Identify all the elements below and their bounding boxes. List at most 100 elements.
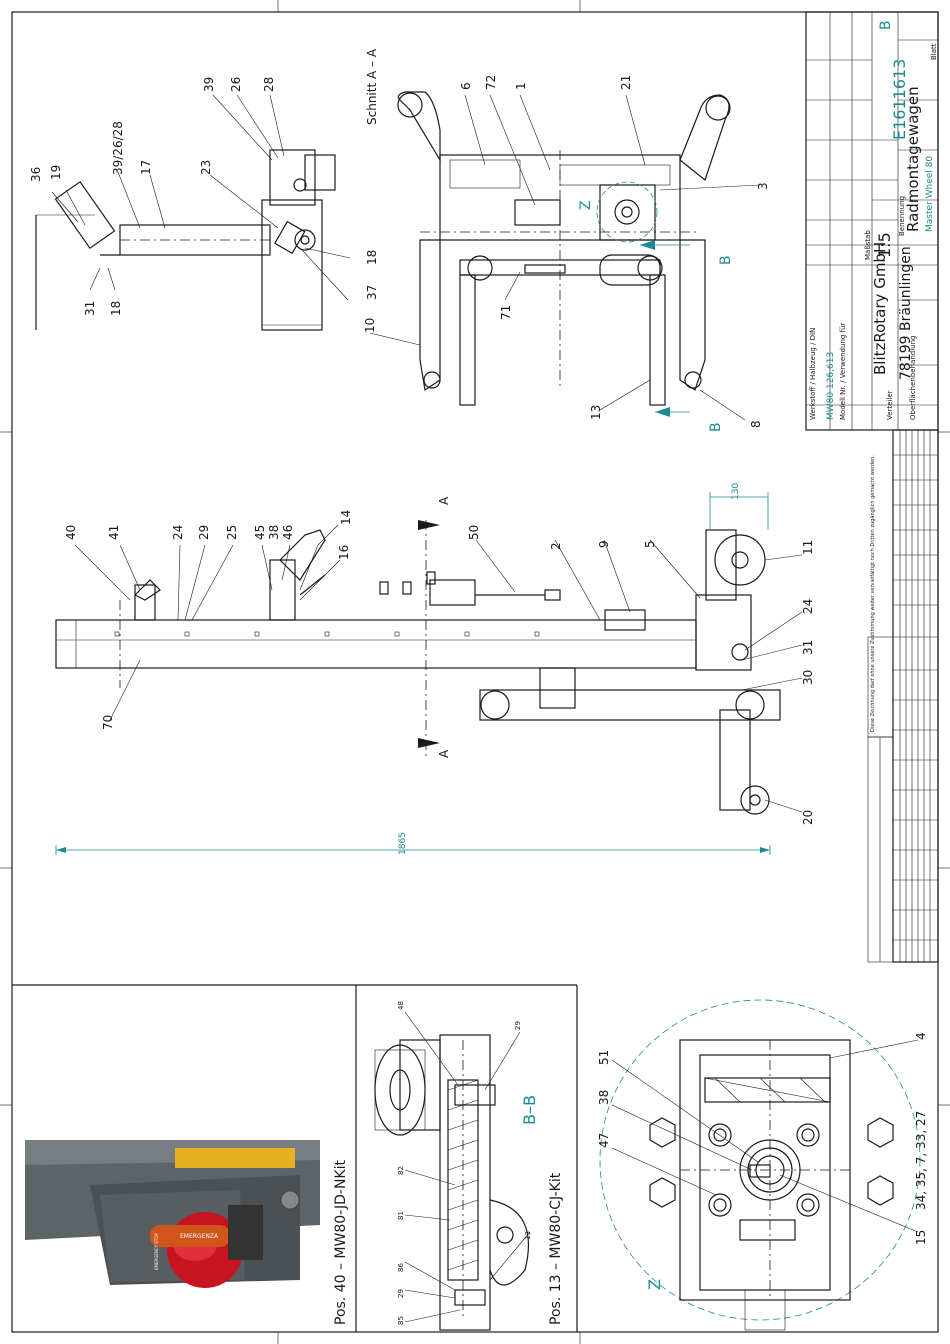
callout-40: 40	[64, 525, 78, 540]
callout-51: 51	[597, 1050, 611, 1065]
section-aa-leaders	[369, 94, 761, 421]
callout-18a: 18	[365, 250, 379, 265]
callout-29-bb2: 29	[397, 1289, 405, 1298]
callout-13: 13	[589, 405, 603, 420]
callout-25: 25	[225, 525, 239, 540]
distribution-label: Verteiler	[886, 390, 894, 420]
emergency-stop-photo	[25, 1140, 325, 1315]
material-label: Werkstoff / Halbzeug / DIN	[809, 328, 817, 420]
callout-31b: 31	[801, 640, 815, 655]
callout-1: 1	[514, 82, 528, 90]
callout-34-35-7-33-27: 34, 35, 7, 33, 27	[914, 1111, 928, 1210]
callout-82: 82	[397, 1166, 405, 1175]
callout-28: 28	[262, 77, 276, 92]
detail-z-leaders	[611, 1039, 919, 1233]
notice-text: Diese Zeichnung darf ohne unsere Zustimm…	[870, 455, 876, 732]
callout-19: 19	[49, 165, 63, 180]
callout-21: 21	[619, 75, 633, 90]
callout-20: 20	[801, 810, 815, 825]
section-aa-title: Schnitt A – A	[365, 48, 379, 125]
view-z-label-top: Z	[578, 200, 594, 210]
callout-85: 85	[397, 1316, 405, 1325]
side-view-leaders	[51, 94, 351, 301]
revision-letter: B	[878, 20, 894, 30]
detail-z-view	[599, 999, 921, 1331]
detail-z-title: Z	[645, 1279, 664, 1290]
section-aa-view	[397, 91, 731, 406]
callout-15: 15	[914, 1230, 928, 1245]
section-bb-title: B–B	[520, 1095, 539, 1125]
dimension-lines	[55, 492, 771, 855]
dimension-130: 130	[731, 483, 741, 500]
callout-38-z: 38	[597, 1090, 611, 1105]
dimension-1865: 1865	[398, 832, 408, 855]
callout-41: 41	[107, 525, 121, 540]
section-a-label-top: A	[437, 496, 451, 505]
photo-sign-text2: EMERGENCY STOP	[154, 1233, 159, 1270]
company-name: BlitzRotary GmbH	[871, 242, 889, 375]
view-b-label-bottom: B	[708, 422, 724, 432]
callout-29a: 29	[197, 525, 211, 540]
callout-2: 2	[549, 542, 563, 550]
callout-71: 71	[499, 305, 513, 320]
callout-48: 48	[397, 1001, 405, 1010]
callout-72: 72	[484, 75, 498, 90]
callout-10: 10	[363, 318, 377, 333]
side-view-upper	[35, 149, 336, 331]
callout-39-26-28: 39/26/28	[111, 121, 125, 175]
model-label: Modell Nr. / Verwendung für	[839, 323, 847, 420]
section-bb-leaders	[404, 1011, 531, 1323]
photo-sign-text: EMERGENZA	[180, 1233, 219, 1240]
callout-39: 39	[202, 77, 216, 92]
section-bb-view	[374, 1034, 529, 1331]
company-address: 78199 Bräunlingen	[898, 246, 914, 380]
format-label: Maßstab	[864, 230, 872, 260]
callout-36: 36	[29, 167, 43, 182]
callout-14: 14	[339, 510, 353, 525]
drawing-subtitle: Master Wheel 80	[925, 156, 935, 232]
callout-45: 45	[253, 525, 267, 540]
sheet-frame	[11, 11, 939, 1333]
section-a-arrows	[418, 520, 440, 748]
callout-26: 26	[229, 77, 243, 92]
callout-8: 8	[749, 420, 763, 428]
notice-box	[867, 636, 894, 963]
callout-38a: 38	[267, 525, 281, 540]
surface-label: Oberflächenbehandlung	[909, 336, 917, 420]
callout-70: 70	[101, 715, 115, 730]
callout-5: 5	[643, 540, 657, 548]
scale-value: 1:5	[875, 232, 894, 258]
section-b-markers	[640, 240, 690, 417]
callout-3: 3	[756, 182, 770, 190]
drawing-title: Radmontagewagen	[904, 86, 922, 232]
callout-81: 81	[397, 1211, 405, 1220]
drawing-number: E1611613	[890, 59, 909, 140]
callout-16: 16	[337, 545, 351, 560]
callout-24b: 24	[801, 599, 815, 614]
callout-46: 46	[281, 525, 295, 540]
callout-86: 86	[397, 1263, 405, 1272]
callout-4: 4	[914, 1032, 928, 1040]
callout-50: 50	[467, 525, 481, 540]
title-block	[805, 11, 939, 431]
sheet-label: Blatt	[930, 43, 938, 60]
callout-30: 30	[801, 670, 815, 685]
revision-table	[892, 429, 939, 963]
view-b-label-top: B	[718, 255, 734, 265]
front-view	[55, 520, 781, 815]
caption-pos-40: Pos. 40 – MW80-JD-NKit	[333, 1160, 349, 1325]
callout-11: 11	[801, 540, 815, 555]
section-a-label-bottom: A	[437, 749, 451, 758]
material-value: MW80 126,613	[826, 352, 836, 420]
callout-47: 47	[597, 1133, 611, 1148]
callout-29-bb: 29	[514, 1021, 522, 1030]
callout-18b: 18	[109, 301, 123, 316]
callout-6: 6	[459, 82, 473, 90]
callout-24a: 24	[171, 525, 185, 540]
callout-23: 23	[199, 160, 213, 175]
callout-9: 9	[597, 540, 611, 548]
callout-31: 31	[83, 301, 97, 316]
